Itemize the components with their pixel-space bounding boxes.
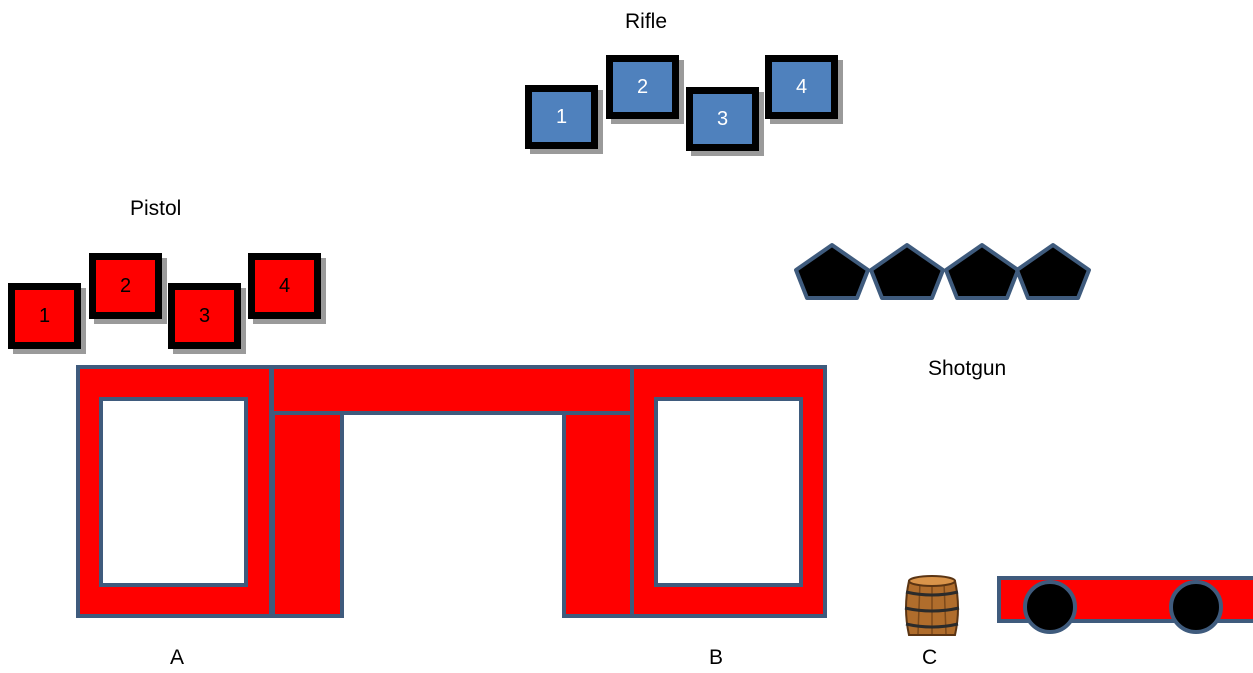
rifle-target-4: 4	[765, 55, 838, 119]
rifle-target-3: 3	[686, 87, 759, 151]
pistol-target-3: 3	[168, 283, 241, 349]
wheel-icon	[1023, 580, 1077, 634]
structure-right-pillar	[562, 411, 634, 618]
shotgun-target-3	[944, 243, 1020, 300]
barrel-icon	[904, 575, 960, 636]
structure-top-beam	[270, 365, 635, 415]
position-a-label: A	[170, 646, 185, 669]
position-a-structure	[76, 365, 273, 618]
shotgun-target-2	[869, 243, 945, 300]
cart	[997, 576, 1253, 634]
pistol-target-4: 4	[248, 253, 321, 319]
wheel-icon	[1169, 580, 1223, 634]
rifle-target-2: 2	[606, 55, 679, 119]
shotgun-target-1	[794, 243, 870, 300]
position-b-label: B	[709, 646, 724, 669]
position-b-structure	[630, 365, 827, 618]
pistol-target-2: 2	[89, 253, 162, 319]
rifle-target-1: 1	[525, 85, 598, 149]
shotgun-label: Shotgun	[928, 357, 1007, 380]
shotgun-target-4	[1015, 243, 1091, 300]
pistol-label: Pistol	[130, 197, 182, 220]
pistol-target-1: 1	[8, 283, 81, 349]
position-c-label: C	[922, 646, 938, 669]
structure-left-pillar	[271, 411, 344, 618]
rifle-label: Rifle	[625, 10, 668, 33]
